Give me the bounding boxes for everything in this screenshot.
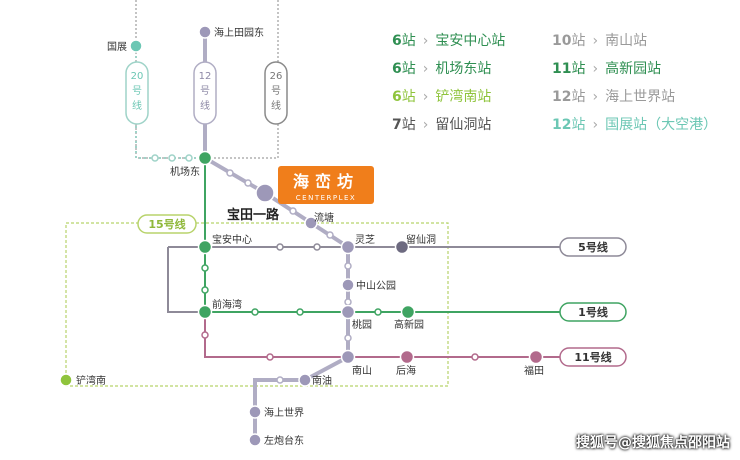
legend-unit: 站 [401,61,416,77]
label-chanwan-nan: 铲湾南 [76,374,106,387]
line1-label: 1号线 [578,305,608,319]
chevron-right-icon: › [422,89,429,105]
project-english: CENTERPLEX [296,194,356,202]
station-markers [59,25,544,447]
line26-suffix: 线 [271,99,281,112]
legend-station: 铲湾南站 [435,89,492,105]
legend-unit: 站 [571,33,586,49]
chevron-right-icon: › [592,61,599,77]
legend-count: 6 [392,33,402,49]
line12-suffix: 线 [200,99,210,112]
line15-pill [137,214,197,234]
legend-item: 11站 › 高新园站 [552,58,661,78]
project-name: 海峦坊 [293,172,359,191]
line20-suffix: 线 [132,99,142,112]
legend-unit: 站 [401,117,416,133]
chevron-right-icon: › [422,117,429,133]
line11-pill [559,347,627,367]
legend-item: 6站 › 机场东站 [392,58,491,78]
legend-count: 12 [552,89,572,105]
legend-count: 6 [392,89,402,105]
label-liutang: 流塘 [314,211,334,224]
line26-badge [264,61,288,125]
legend-unit: 站 [401,89,416,105]
legend-item: 12站 › 国展站（大空港） [552,114,717,134]
legend-count: 11 [552,61,572,77]
line20-badge [125,61,149,125]
line12-unit: 号 [200,85,210,97]
line12-badge [193,61,217,125]
line1-pill [559,302,627,322]
legend-station: 海上世界站 [605,89,676,105]
station-labels: 国展 海上田园东 机场东 宝田一路 流塘 宝安中心 灵芝 留仙洞 中山公园 前海… [76,26,544,447]
chevron-right-icon: › [592,117,599,133]
line11-track [204,312,560,358]
line20-track [135,46,205,159]
legend-unit: 站 [401,33,416,49]
line5-track [167,246,560,313]
label-baotian-yilu: 宝田一路 [227,207,280,223]
legend-item: 10站 › 南山站 [552,30,647,50]
legend-station: 留仙洞站 [435,117,492,133]
legend-count: 7 [392,117,402,133]
legend-item: 12站 › 海上世界站 [552,86,675,106]
legend-count: 10 [552,33,572,49]
line12-number: 12 [199,71,212,82]
legend-unit: 站 [571,61,586,77]
label-nanshan: 南山 [352,364,372,377]
legend-station: 国展站（大空港） [605,117,718,133]
legend-station: 宝安中心站 [435,33,506,49]
legend-station: 机场东站 [435,61,492,77]
line11-label: 11号线 [574,350,611,364]
line15-label: 15号线 [148,217,185,231]
legend-count: 6 [392,61,402,77]
legend-station: 南山站 [605,33,648,49]
watermark: 搜狐号@搜狐焦点邵阳站 [576,435,730,451]
legend-count: 12 [552,117,572,133]
label-gaoxinyuan: 高新园 [394,318,424,331]
label-taoyuan: 桃园 [352,318,372,331]
line26-unit: 号 [271,85,281,97]
label-zhongshan-gongyuan: 中山公园 [356,279,396,292]
legend-unit: 站 [571,89,586,105]
chevron-right-icon: › [592,33,599,49]
legend-unit: 站 [571,117,586,133]
line5-pill [559,237,627,257]
chevron-right-icon: › [422,33,429,49]
legend-item: 7站 › 留仙洞站 [392,114,491,134]
label-guozhan: 国展 [107,41,127,53]
legend-item: 6站 › 铲湾南站 [392,86,491,106]
chevron-right-icon: › [592,89,599,105]
line5-label: 5号线 [578,240,608,254]
label-baoan-zhongxin: 宝安中心 [212,233,252,246]
label-lingzhi: 灵芝 [355,233,375,246]
chevron-right-icon: › [422,61,429,77]
label-houhai: 后海 [396,364,416,377]
line20-number: 20 [131,71,144,82]
project-label-box [278,166,374,204]
line26-number: 26 [270,71,283,82]
label-liuxiandong: 留仙洞 [406,233,436,246]
label-nanyou: 南油 [312,374,332,387]
label-qianhaiwan: 前海湾 [212,298,242,311]
label-jichang-dong: 机场东 [170,165,200,178]
label-haishang-tianyuan: 海上田园东 [214,26,264,39]
label-zuopaotai-dong: 左炮台东 [264,434,304,447]
label-haishang-shijie: 海上世界 [264,406,304,419]
line20-unit: 号 [132,85,142,97]
legend-station: 高新园站 [605,61,662,77]
legend-item: 6站 › 宝安中心站 [392,30,505,50]
intermediate-stops [151,154,479,384]
label-futian: 福田 [524,364,544,377]
